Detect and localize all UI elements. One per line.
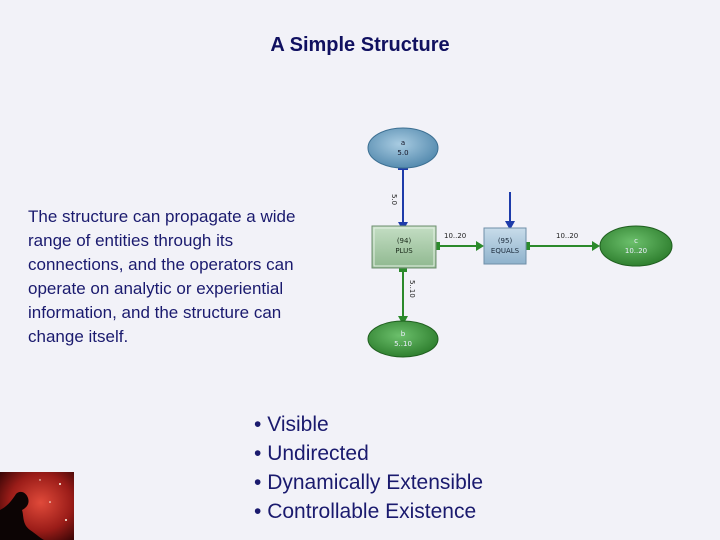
edge-label-plus-b: 5..10 (408, 280, 416, 298)
structure-diagram: 5.0 10..20 10..20 5..10 a 5.0 (94) PLUS (367, 127, 673, 358)
edge-a-plus: 5.0 (390, 164, 408, 231)
feature-item-visible: Visible (254, 410, 483, 439)
nebula-image (0, 472, 74, 540)
edge-label-equals-c: 10..20 (556, 232, 578, 240)
node-equals: (95) EQUALS (483, 227, 527, 265)
node-b-value: 5..10 (394, 340, 412, 348)
node-plus-op: PLUS (395, 247, 413, 255)
node-c-name: c (634, 237, 638, 245)
node-a-value: 5.0 (397, 149, 408, 157)
node-b: b 5..10 (367, 320, 439, 358)
edge-label-a-plus: 5.0 (390, 194, 398, 205)
feature-item-extensible: Dynamically Extensible (254, 468, 483, 497)
node-a-name: a (401, 139, 405, 147)
feature-item-undirected: Undirected (254, 439, 483, 468)
edge-label-plus-equals: 10..20 (444, 232, 466, 240)
node-c: c 10..20 (599, 225, 673, 267)
node-plus-id: (94) (397, 237, 412, 245)
node-plus: (94) PLUS (371, 225, 437, 269)
edge-equals-c: 10..20 (525, 232, 600, 251)
node-equals-id: (95) (498, 237, 513, 245)
edge-plus-b: 5..10 (398, 267, 416, 325)
feature-item-existence: Controllable Existence (254, 497, 483, 526)
node-equals-op: EQUALS (491, 247, 520, 255)
edge-plus-equals: 10..20 (435, 232, 484, 251)
node-a: a 5.0 (367, 127, 439, 169)
edge-control-equals (505, 192, 515, 230)
page-title: A Simple Structure (270, 34, 450, 56)
feature-list: Visible Undirected Dynamically Extensibl… (254, 410, 483, 526)
node-c-value: 10..20 (625, 247, 647, 255)
description-text: The structure can propagate a wide range… (28, 207, 296, 346)
node-b-name: b (401, 330, 406, 338)
